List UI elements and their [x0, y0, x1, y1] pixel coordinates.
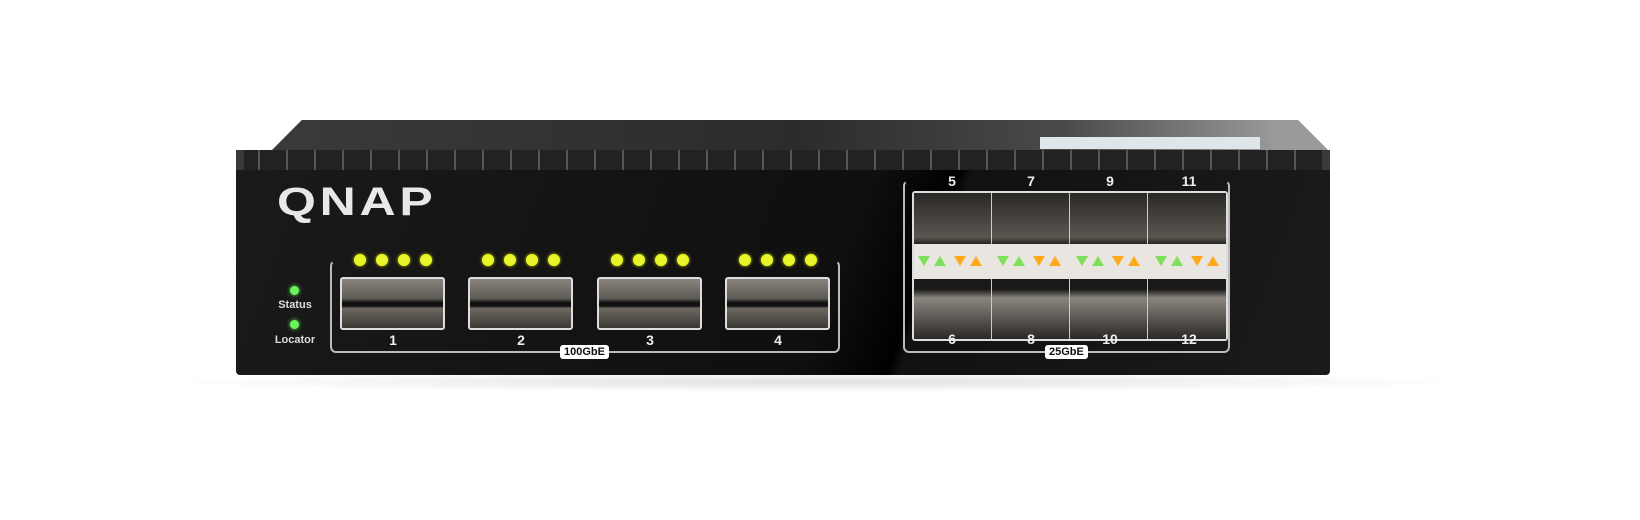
link-led-up-icon [1049, 256, 1061, 266]
link-led-up-icon [1092, 256, 1104, 266]
link-led-up-icon [1128, 256, 1140, 266]
qsfp28-port[interactable] [468, 277, 573, 330]
port-led[interactable] [354, 254, 366, 266]
port-led[interactable] [376, 254, 388, 266]
port-number: 12 [1181, 331, 1197, 347]
link-led-up-icon [1207, 256, 1219, 266]
port-led[interactable] [420, 254, 432, 266]
link-led-up-icon [934, 256, 946, 266]
vent-grille [236, 150, 1330, 172]
link-led-down-icon [1191, 256, 1203, 266]
locator-label: Locator [274, 334, 316, 346]
link-led-down-icon [1076, 256, 1088, 266]
label-sticker [1040, 137, 1260, 149]
status-led [290, 286, 299, 295]
port-number: 2 [517, 332, 525, 348]
port-number: 10 [1102, 331, 1118, 347]
port-led[interactable] [783, 254, 795, 266]
port-led[interactable] [611, 254, 623, 266]
link-led-up-icon [1013, 256, 1025, 266]
port-led[interactable] [805, 254, 817, 266]
link-led-up-icon [1171, 256, 1183, 266]
qsfp28-port[interactable] [597, 277, 702, 330]
port-led[interactable] [761, 254, 773, 266]
group-label-100gbe: 100GbE [560, 345, 609, 359]
port-led[interactable] [504, 254, 516, 266]
link-led-down-icon [1112, 256, 1124, 266]
locator-led [290, 320, 299, 329]
port-number: 9 [1106, 173, 1114, 189]
port-led[interactable] [548, 254, 560, 266]
port-led[interactable] [482, 254, 494, 266]
group-label-25gbe: 25GbE [1045, 345, 1088, 359]
port-led[interactable] [677, 254, 689, 266]
port-number: 11 [1181, 173, 1197, 189]
status-label: Status [278, 299, 312, 311]
link-led-down-icon [997, 256, 1009, 266]
qsfp28-port[interactable] [725, 277, 830, 330]
port-number: 6 [948, 331, 956, 347]
link-led-down-icon [1033, 256, 1045, 266]
link-led-down-icon [1155, 256, 1167, 266]
qsfp28-port[interactable] [340, 277, 445, 330]
port-led[interactable] [739, 254, 751, 266]
link-led-up-icon [970, 256, 982, 266]
link-led-down-icon [918, 256, 930, 266]
qnap-logo: QNAP [277, 180, 437, 224]
floor-shadow [150, 372, 1480, 392]
port-number: 4 [774, 332, 782, 348]
port-led[interactable] [526, 254, 538, 266]
port-number: 8 [1027, 331, 1035, 347]
port-led[interactable] [655, 254, 667, 266]
port-led[interactable] [398, 254, 410, 266]
port-number: 1 [389, 332, 397, 348]
port-number: 7 [1027, 173, 1035, 189]
port-number: 5 [948, 173, 956, 189]
port-led[interactable] [633, 254, 645, 266]
link-led-down-icon [954, 256, 966, 266]
port-number: 3 [646, 332, 654, 348]
